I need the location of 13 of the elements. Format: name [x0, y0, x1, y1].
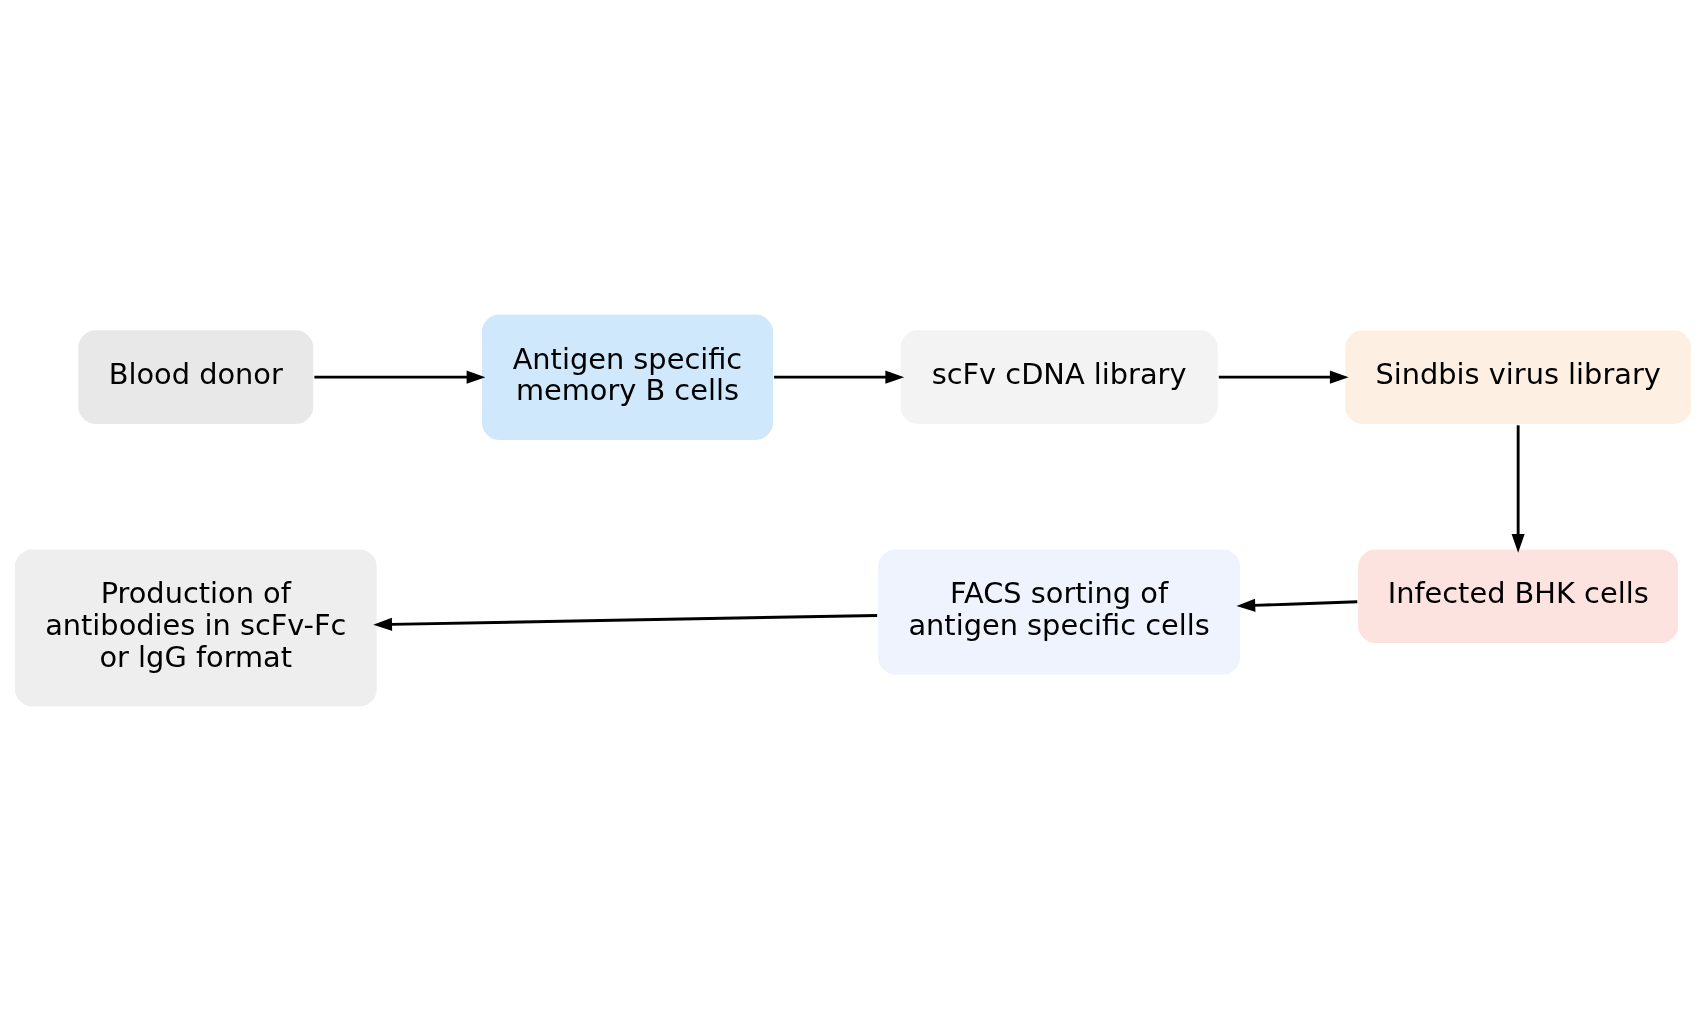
node-box: Infected BHK cells — [1356, 547, 1680, 645]
node-box: Antigen specific memory B cells — [480, 312, 775, 441]
arrow — [373, 613, 878, 631]
node-box: Sindbis virus library — [1343, 328, 1693, 425]
node-box: Production of antibodies in scFv-Fc or lgG format — [13, 547, 379, 708]
arrow — [1218, 370, 1349, 384]
node-box: scFv cDNA library — [899, 328, 1220, 425]
arrow — [1511, 424, 1525, 553]
node-box: Blood donor — [76, 328, 315, 425]
node-box: FACS sorting of antigen specific cells — [876, 547, 1242, 676]
arrow — [774, 370, 905, 384]
arrow — [1236, 598, 1358, 612]
arrow — [314, 370, 486, 384]
